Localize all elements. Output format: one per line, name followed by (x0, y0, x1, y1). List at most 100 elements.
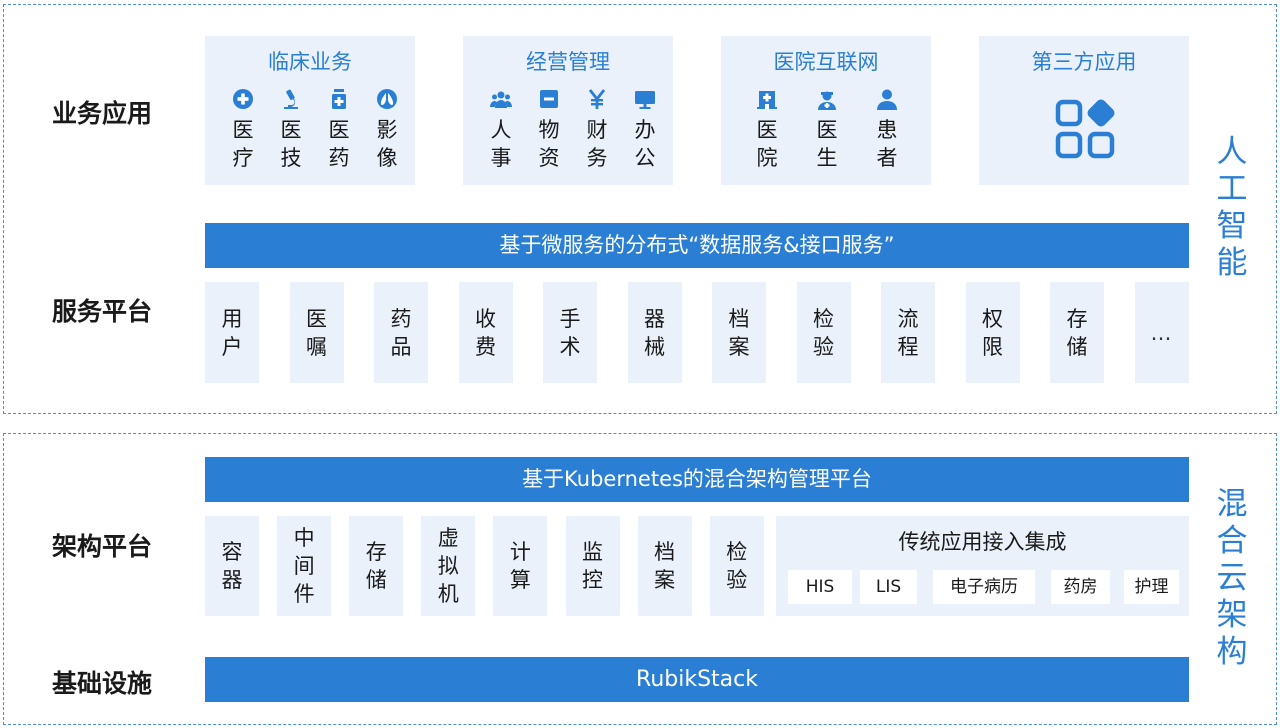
biz-item-pharmacy[interactable]: 医药 (315, 88, 363, 172)
service-tile-label: 档案 (728, 306, 750, 359)
panel-clinical: 临床业务 医疗 医技 医药 影像 (205, 36, 415, 185)
service-tile[interactable]: 检验 (796, 282, 851, 383)
biz-item-label: 医药 (328, 118, 350, 170)
service-tile[interactable]: 收费 (458, 282, 513, 383)
service-tile-label: 检验 (813, 306, 834, 359)
chip-lis[interactable]: LIS (860, 570, 917, 604)
arch-tile[interactable]: 中间件 (277, 516, 332, 616)
kubernetes-bar: 基于Kubernetes的混合架构管理平台 (205, 457, 1189, 502)
arch-tile[interactable]: 检验 (709, 516, 764, 616)
biz-item-medtech[interactable]: 医技 (267, 88, 315, 172)
arch-tile-label: 监控 (582, 540, 603, 592)
patient-icon (877, 89, 897, 110)
arch-tile[interactable]: 监控 (565, 516, 620, 616)
arch-tile[interactable]: 计算 (493, 516, 548, 616)
hospital-icon (757, 91, 777, 109)
chip-nursing[interactable]: 护理 (1124, 570, 1179, 604)
legacy-title: 传统应用接入集成 (898, 530, 1067, 554)
service-tile-label: 收费 (475, 306, 496, 359)
service-tile-label: 权限 (982, 306, 1003, 359)
yen-icon (588, 89, 606, 109)
arch-tile[interactable]: 档案 (637, 516, 692, 616)
panel-title: 第三方应用 (1031, 50, 1137, 74)
biz-item-doctor[interactable]: 医生 (803, 88, 851, 172)
row-label-business-apps: 业务应用 (52, 99, 153, 128)
arch-tile-label: 虚拟机 (437, 526, 459, 606)
service-tile-label: 用户 (221, 306, 243, 359)
doctor-icon (818, 91, 836, 110)
arch-tile-label: 容器 (221, 540, 243, 592)
rubikstack-bar: RubikStack (205, 657, 1189, 702)
biz-item-label: 医院 (756, 118, 778, 170)
biz-item-label: 影像 (376, 118, 398, 170)
panel-title: 临床业务 (268, 50, 352, 74)
arch-tile-label: 检验 (726, 540, 748, 592)
service-tile-label: … (1150, 320, 1173, 345)
arch-tile[interactable]: 容器 (205, 516, 259, 616)
side-label-ai: 人工智能 (1216, 134, 1248, 281)
panel-operations: 经营管理 人事 物资 财务 办公 (463, 36, 673, 185)
medicine-bottle-icon (332, 89, 346, 109)
service-tile-label: 药品 (390, 306, 412, 359)
service-tile[interactable]: 医嘱 (289, 282, 344, 383)
arch-tile[interactable]: 虚拟机 (421, 516, 476, 616)
biz-item-office[interactable]: 办公 (621, 88, 669, 172)
service-tile-label: 医嘱 (306, 306, 327, 359)
biz-item-hr[interactable]: 人事 (477, 88, 525, 172)
biz-item-patient[interactable]: 患者 (863, 88, 911, 172)
microscope-icon (284, 89, 298, 109)
monitor-icon (635, 91, 655, 109)
biz-item-label: 医疗 (232, 118, 254, 170)
chip-his[interactable]: HIS (788, 570, 852, 604)
microservice-bar: 基于微服务的分布式“数据服务&接口服务” (205, 223, 1189, 268)
service-tile[interactable]: 权限 (965, 282, 1020, 383)
biz-item-label: 医生 (816, 118, 838, 170)
chip-pharmacy[interactable]: 药房 (1051, 570, 1110, 604)
service-tile[interactable]: 器械 (627, 282, 682, 383)
biz-item-label: 医技 (280, 118, 302, 170)
biz-item-supplies[interactable]: 物资 (525, 88, 573, 172)
panel-internet-hospital: 医院互联网 医院 医生 患者 (721, 36, 931, 185)
row-label-arch-platform: 架构平台 (52, 532, 153, 561)
service-tile[interactable]: … (1134, 282, 1189, 383)
biz-item-label: 财务 (586, 118, 608, 170)
arch-tile-label: 计算 (509, 540, 531, 592)
legacy-integration-panel: 传统应用接入集成 HIS LIS 电子病历 药房 护理 (776, 516, 1189, 616)
biz-item-finance[interactable]: 财务 (573, 88, 621, 172)
service-tile[interactable]: 手术 (543, 282, 597, 383)
biz-item-label: 人事 (490, 118, 512, 170)
biz-item-label: 办公 (634, 118, 656, 170)
panel-title: 经营管理 (526, 50, 610, 74)
panel-third-party[interactable]: 第三方应用 (979, 36, 1189, 185)
business-service-frame (3, 4, 1277, 414)
biz-item-label: 物资 (538, 118, 560, 170)
row-label-service-platform: 服务平台 (52, 297, 153, 326)
biz-item-label: 患者 (876, 118, 898, 170)
arch-tile-label: 档案 (654, 540, 676, 592)
side-label-hybrid-cloud: 混合云架构 (1216, 486, 1248, 670)
app-grid-icon (1055, 99, 1115, 159)
chip-emr[interactable]: 电子病历 (933, 570, 1035, 604)
hybrid-cloud-frame (3, 433, 1277, 725)
lungs-icon (377, 89, 397, 109)
biz-item-hospital[interactable]: 医院 (743, 88, 791, 172)
service-tile[interactable]: 药品 (374, 282, 428, 383)
biz-item-imaging[interactable]: 影像 (363, 88, 411, 172)
service-tile[interactable]: 流程 (881, 282, 935, 383)
service-tile[interactable]: 存储 (1050, 282, 1104, 383)
box-minus-icon (540, 90, 558, 108)
service-tile-label: 手术 (559, 306, 581, 359)
service-tile-label: 流程 (897, 306, 919, 359)
service-tile-label: 存储 (1066, 306, 1088, 359)
people-group-icon (490, 91, 512, 108)
service-tile[interactable]: 档案 (712, 282, 766, 383)
row-label-infrastructure: 基础设施 (52, 669, 153, 698)
service-tile[interactable]: 用户 (205, 282, 259, 383)
biz-item-medical[interactable]: 医疗 (219, 88, 267, 172)
arch-tile-label: 存储 (365, 540, 387, 592)
arch-tile[interactable]: 存储 (349, 516, 404, 616)
service-tile-label: 器械 (644, 306, 665, 359)
panel-title: 医院互联网 (773, 50, 879, 74)
arch-tile-label: 中间件 (293, 526, 315, 606)
plus-circle-icon (233, 89, 253, 109)
